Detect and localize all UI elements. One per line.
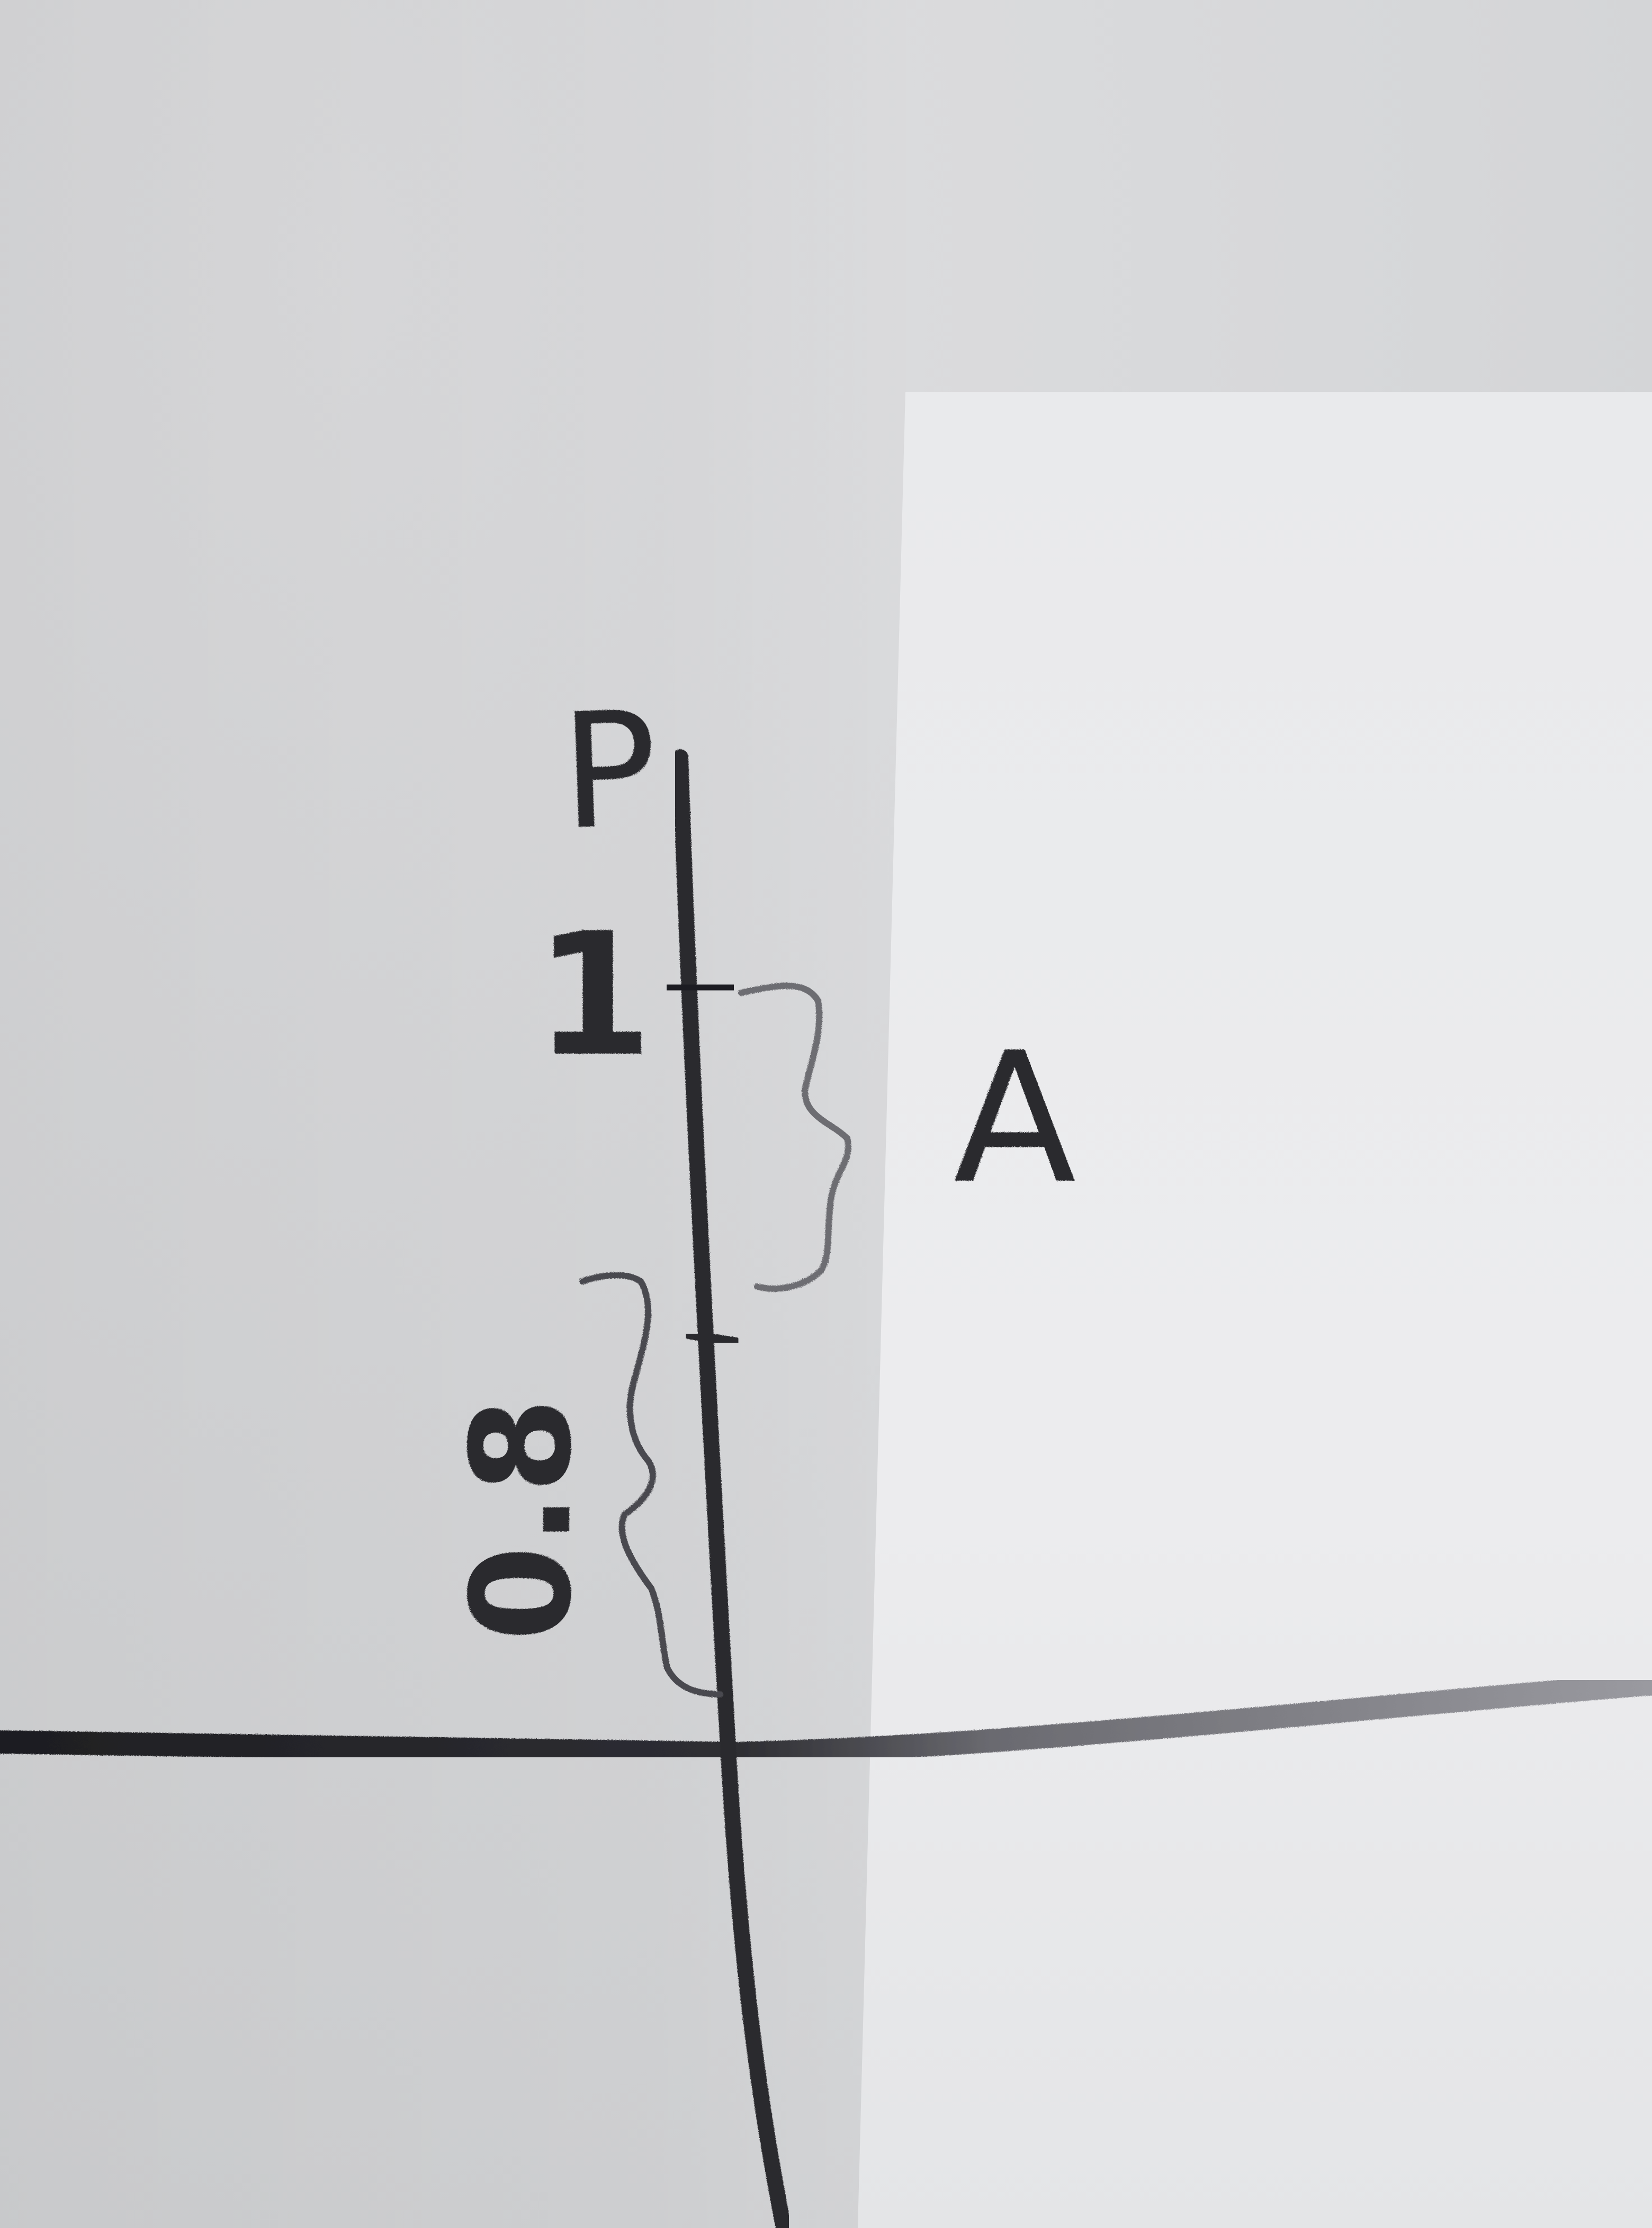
- y-axis-line: [672, 749, 792, 2228]
- region-label-a: A: [953, 1014, 1077, 1224]
- y-axis-label: P: [558, 677, 660, 865]
- tick-label-0-8: 0.8: [442, 1397, 602, 1641]
- x-axis-line: [0, 1672, 1652, 1766]
- tick-mark-0-8: [684, 1329, 741, 1347]
- lighter-paper-region: [858, 392, 1652, 2228]
- brace-lower: [579, 1272, 723, 1697]
- brace-upper: [738, 982, 851, 1292]
- tick-mark-1: [661, 976, 739, 999]
- tick-label-1: 1: [535, 897, 653, 1094]
